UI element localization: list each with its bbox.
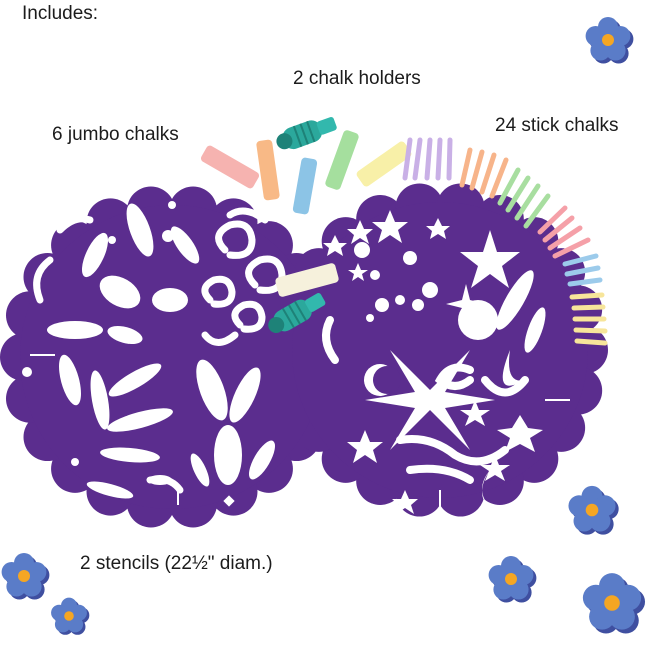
includes-label: Includes:	[22, 3, 99, 24]
flower-icon	[582, 573, 646, 634]
chalk-stick-icon	[256, 139, 280, 201]
chalk-holders	[268, 117, 337, 333]
chalk-stick-icon	[356, 141, 412, 187]
stencil-right	[292, 202, 588, 515]
flower-icon	[488, 556, 537, 603]
stencil-left	[20, 201, 324, 509]
chalk-stick-icon	[292, 157, 318, 215]
jumbo-chalks	[200, 130, 412, 297]
flower-icon	[568, 485, 619, 535]
flower-icon	[51, 597, 90, 635]
stick-chalks-label: 24 stick chalks	[495, 115, 619, 136]
chalk-holder-icon	[268, 293, 326, 333]
chalk-stick-icon	[200, 145, 260, 189]
chalk-holder-icon	[276, 117, 337, 150]
chalk-stick-icon	[275, 263, 339, 297]
flower-icon	[1, 553, 50, 600]
chalk-stick-icon	[325, 130, 359, 190]
chalk-holders-label: 2 chalk holders	[293, 68, 421, 89]
jumbo-chalks-label: 6 jumbo chalks	[52, 124, 179, 145]
flower-icon	[585, 17, 634, 64]
stick-chalks	[402, 137, 608, 346]
stencils-label: 2 stencils (22½" diam.)	[80, 553, 273, 574]
